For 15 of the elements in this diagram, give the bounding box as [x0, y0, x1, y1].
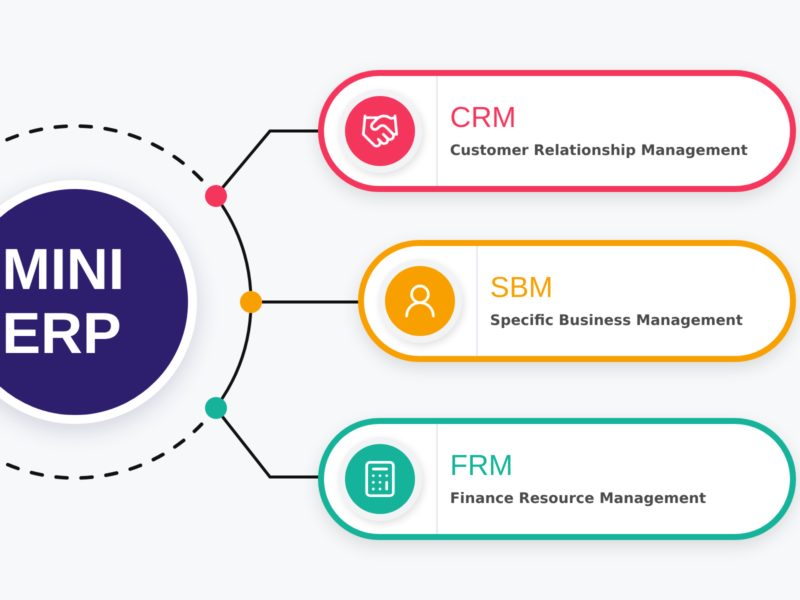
module-acronym: FRM	[450, 452, 514, 480]
hub-title: MINI ERP	[1, 238, 126, 366]
junction-dot	[240, 291, 262, 313]
connector-line	[262, 300, 359, 304]
module-name: Customer Relationship Management	[450, 142, 748, 158]
connector-line	[221, 416, 319, 478]
module-name: Finance Resource Management	[450, 490, 706, 506]
module-acronym: SBM	[490, 274, 554, 302]
connector-line	[221, 130, 319, 189]
module-name: Specific Business Management	[490, 312, 743, 328]
connector-line	[220, 312, 252, 400]
module-acronym: CRM	[450, 104, 518, 132]
connector-line	[220, 204, 252, 292]
junction-dot	[204, 185, 227, 208]
junction-dot	[204, 396, 227, 419]
